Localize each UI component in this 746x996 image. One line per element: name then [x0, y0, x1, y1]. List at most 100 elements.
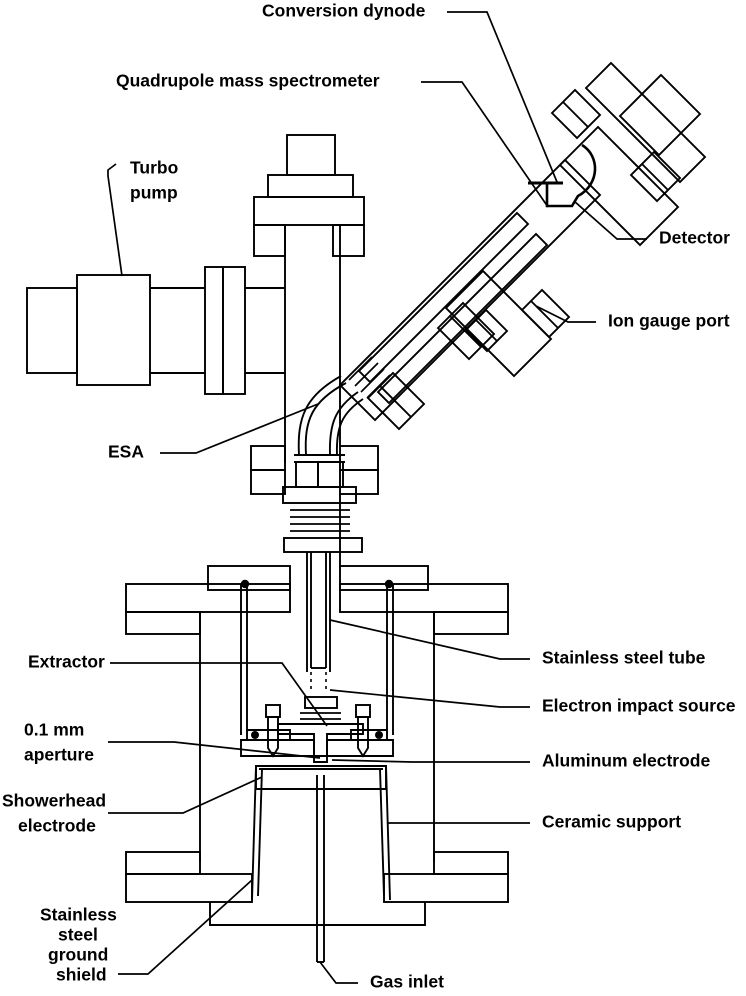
source-bolt-left: [251, 731, 259, 739]
leader-ground-shield: [118, 879, 253, 975]
feedthrough-screw-right-head: [355, 704, 371, 718]
left-flange-outer: [204, 266, 224, 395]
label-turbo-pump-1: Turbo: [130, 158, 178, 178]
mid-port-left-lower: [250, 469, 286, 495]
ion-gauge-port-collar: [464, 308, 509, 353]
label-ground-shield-2: steel: [58, 925, 98, 945]
chamber-top-flange-wide: [253, 196, 365, 226]
label-conversion-dynode: Conversion dynode: [262, 1, 426, 21]
mid-port-right-lower: [339, 469, 379, 495]
mid-port-right-upper: [339, 445, 379, 471]
source-disc: [304, 696, 338, 709]
bottom-flange-right-upper: [433, 851, 509, 875]
leader-aperture: [108, 741, 321, 759]
detector-housing-tube: [558, 125, 680, 247]
feedthrough-screw-left-body: [267, 716, 279, 758]
source-grid-stack: [300, 712, 341, 720]
esa-inner-wall-2: [335, 398, 364, 456]
source-collar-left: [295, 461, 319, 488]
ceramic-support-wall-right-outer: [385, 765, 391, 901]
chamber-top-flange-lower-left: [253, 224, 286, 257]
label-showerhead-2: electrode: [18, 816, 96, 836]
esa-assembly: [294, 375, 364, 463]
label-ion-gauge-port: Ion gauge port: [608, 311, 730, 331]
bottom-flange-left-upper: [125, 851, 201, 875]
turbo-pump-body: [76, 274, 151, 386]
quadrupole-rod-2: [376, 232, 549, 405]
quadrupole-assembly: [338, 61, 707, 431]
aperture-neck: [313, 756, 328, 763]
quadrupole-flange-mid: [436, 301, 496, 361]
turbo-pump-backing-block: [26, 287, 78, 374]
chamber-flange-left-lip: [125, 611, 201, 635]
main-chamber: [125, 565, 509, 862]
mid-chamber-side-ports: [250, 388, 379, 566]
detector-horn: [545, 143, 597, 208]
leader-detector: [573, 200, 647, 240]
bottom-cap: [209, 902, 426, 926]
electron-impact-source: [240, 696, 394, 763]
label-ground-shield-3: ground: [48, 945, 108, 965]
label-extractor: Extractor: [28, 652, 105, 672]
ion-entrance-hatching: [348, 356, 391, 399]
bottom-flange-left-wide: [125, 873, 253, 903]
ion-gauge-port-tube: [444, 269, 553, 378]
bottom-flange-assembly: [125, 851, 509, 926]
source-bolt-right: [375, 731, 383, 739]
detector-head-flange: [584, 61, 707, 184]
leader-turbo-pump: [107, 163, 123, 277]
label-aperture-2: aperture: [24, 745, 94, 765]
lower-electrode-assembly: [251, 765, 391, 963]
label-gas-inlet: Gas inlet: [370, 972, 444, 992]
chamber-flange-left: [125, 583, 291, 613]
chamber-top-cap: [286, 134, 336, 176]
label-ground-shield-4: shield: [56, 965, 107, 985]
upper-chamber-flanges: [253, 134, 365, 388]
ion-gauge-port-flange: [520, 288, 571, 339]
label-aperture-1: 0.1 mm: [24, 720, 84, 740]
label-turbo-pump-2: pump: [130, 183, 178, 203]
label-ground-shield-1: Stainless: [40, 905, 117, 925]
label-electron-impact-source: Electron impact source: [542, 696, 736, 716]
stainless-steel-tube: [306, 552, 331, 692]
steel-tube-top-flange: [283, 537, 363, 553]
chamber-top-flange-lower-right: [332, 224, 365, 257]
leader-gas-inlet: [319, 961, 358, 984]
chamber-flange-right-lip: [433, 611, 509, 635]
turbo-pump-assembly: [26, 266, 286, 463]
insulator-ring-stack: [290, 509, 350, 532]
source-floor-plate-right: [326, 739, 394, 757]
label-esa: ESA: [108, 442, 144, 462]
chamber-top-flange-mid: [267, 174, 354, 198]
detector-bottom-collar: [629, 150, 682, 203]
chamber-shoulder-right: [339, 565, 429, 591]
label-ceramic-support: Ceramic support: [542, 812, 681, 832]
labels: Conversion dynode Quadrupole mass spectr…: [2, 1, 736, 992]
label-showerhead-1: Showerhead: [2, 791, 106, 811]
source-flange-stack: [282, 461, 363, 553]
leader-esa: [160, 403, 319, 454]
esa-outer-wall-2: [304, 382, 347, 456]
mid-port-left-upper: [250, 445, 286, 471]
leader-conversion-dynode: [447, 11, 558, 183]
source-flange-plate: [282, 486, 357, 504]
detector-side-arm: [618, 73, 702, 157]
leader-quadrupole: [421, 81, 549, 208]
leader-electron-impact-source: [329, 689, 530, 708]
ion-beam-path: [310, 672, 327, 692]
chamber-flange-right: [339, 583, 509, 613]
leader-extractor: [110, 662, 328, 727]
label-aluminum-electrode: Aluminum electrode: [542, 751, 710, 771]
leader-ion-gauge-port: [535, 305, 596, 323]
feedthrough-screw-left-head: [265, 704, 281, 718]
quadrupole-tube-outer: [338, 158, 602, 422]
leader-stainless-steel-tube: [329, 619, 530, 660]
esa-inner-wall: [328, 391, 359, 456]
leader-aluminum-electrode: [331, 759, 530, 763]
leader-showerhead: [108, 776, 263, 814]
leader-lines: [107, 11, 647, 984]
label-stainless-steel-tube: Stainless steel tube: [542, 648, 706, 668]
left-flange-inner: [222, 266, 246, 395]
